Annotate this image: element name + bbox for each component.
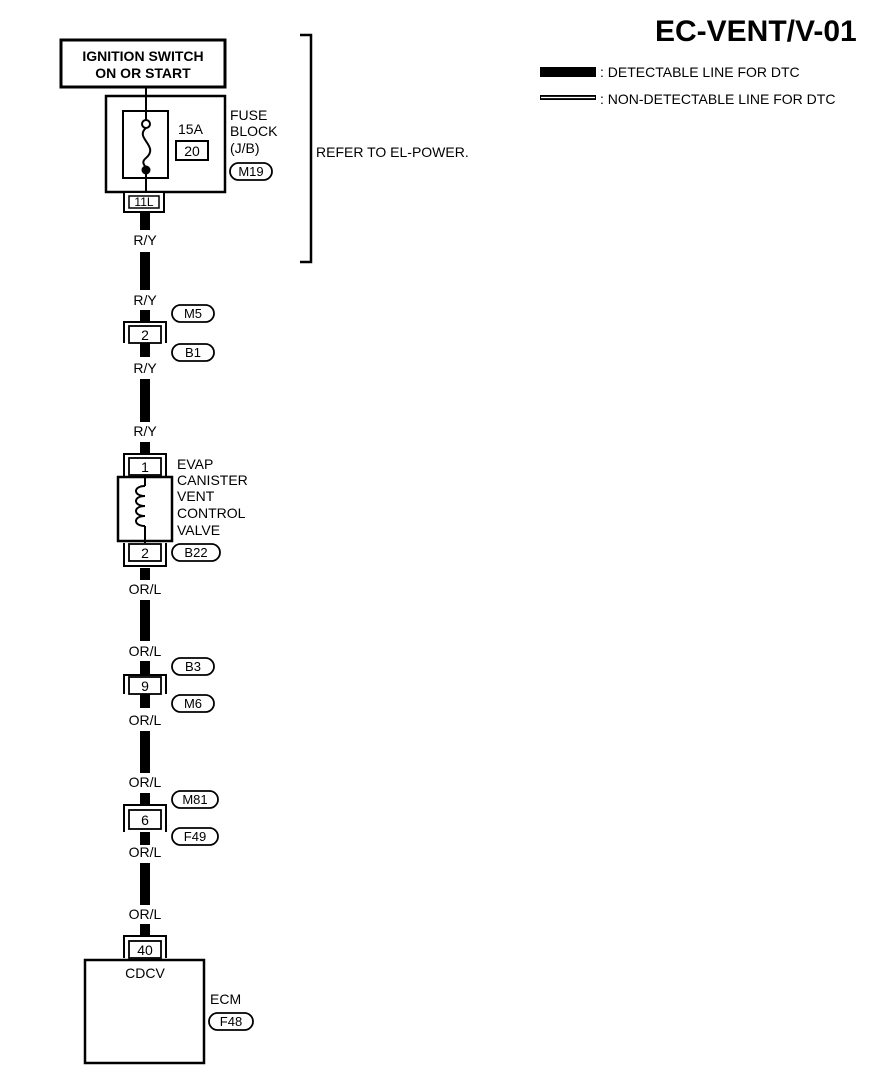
- fuse-block-label-1: FUSE: [230, 107, 267, 123]
- fuse-number: 20: [184, 143, 200, 159]
- wire-color-orl-6: OR/L: [129, 906, 162, 922]
- connector-code-m81: M81: [182, 792, 207, 807]
- connector-code-f48: F48: [220, 1014, 242, 1029]
- wire-color-ry-2: R/Y: [133, 292, 157, 308]
- connector-code-m6: M6: [184, 696, 202, 711]
- connector-code-b22: B22: [184, 545, 207, 560]
- connector-oval-f48: [208, 1012, 254, 1031]
- connector-oval-b22: [171, 543, 221, 562]
- valve-label-3: VENT: [177, 488, 215, 504]
- ignition-switch-line1: IGNITION SWITCH: [82, 48, 203, 64]
- legend-non-detectable-label: : NON-DETECTABLE LINE FOR DTC: [600, 91, 835, 107]
- fuse-block-label-2: BLOCK: [230, 123, 278, 139]
- connector-m5-b1: 2: [123, 321, 167, 344]
- valve-pin-bottom: 2: [141, 545, 149, 561]
- non-detectable-line-swatch: [540, 95, 596, 100]
- wire-color-ry-4: R/Y: [133, 423, 157, 439]
- fuse-connector-code: M19: [238, 164, 263, 179]
- fuse-amp-label: 15A: [178, 121, 204, 137]
- connector-m5-b1-pin: 2: [141, 327, 149, 343]
- wire-color-ry-1: R/Y: [133, 232, 157, 248]
- connector-code-f49: F49: [184, 829, 206, 844]
- connector-b3-m6-pin: 9: [141, 678, 149, 694]
- wire-color-orl-2: OR/L: [129, 643, 162, 659]
- valve-label-4: CONTROL: [177, 505, 246, 521]
- wire-color-orl-3: OR/L: [129, 712, 162, 728]
- connector-code-m5: M5: [184, 306, 202, 321]
- connector-b3-m6: 9: [123, 674, 167, 695]
- wire-color-ry-3: R/Y: [133, 360, 157, 376]
- refer-bracket: [300, 33, 313, 264]
- ignition-switch: IGNITION SWITCH ON OR START: [59, 38, 227, 89]
- ecm-label: ECM: [210, 991, 241, 1007]
- connector-oval-f49: [171, 827, 219, 846]
- ecm-pin: 40: [137, 942, 153, 958]
- wire-color-orl-1: OR/L: [129, 581, 162, 597]
- wire-color-orl-4: OR/L: [129, 774, 162, 790]
- connector-oval-m6: [171, 694, 215, 713]
- legend: : DETECTABLE LINE FOR DTC : NON-DETECTAB…: [540, 64, 835, 107]
- valve-label-5: VALVE: [177, 522, 220, 538]
- connector-code-b3: B3: [185, 659, 201, 674]
- connector-code-b1: B1: [185, 345, 201, 360]
- fuse-block-label-3: (J/B): [230, 140, 260, 156]
- ecm-unit: 40 CDCV: [83, 935, 206, 1065]
- terminal-11l: 11L: [123, 191, 165, 213]
- connector-m81-f49: 6: [123, 804, 167, 832]
- connector-oval-b1: [171, 343, 215, 362]
- connector-oval-m5: [171, 304, 215, 323]
- solenoid-coil-icon: [135, 485, 146, 527]
- evap-vent-valve: 1 2: [116, 453, 174, 567]
- wire-color-orl-5: OR/L: [129, 844, 162, 860]
- fuse-block: 15A 20: [104, 87, 227, 194]
- connector-oval-b3: [171, 657, 215, 676]
- ignition-switch-line2: ON OR START: [95, 65, 191, 81]
- connector-m81-f49-pin: 6: [141, 812, 149, 828]
- valve-pin-top: 1: [141, 459, 149, 475]
- valve-label-2: CANISTER: [177, 472, 248, 488]
- detectable-line-swatch: [540, 67, 596, 77]
- harness-wire: [140, 212, 150, 936]
- fuse-connector-oval: [229, 162, 273, 181]
- refer-note: REFER TO EL-POWER.: [316, 144, 469, 160]
- valve-label-1: EVAP: [177, 456, 213, 472]
- legend-detectable-label: : DETECTABLE LINE FOR DTC: [600, 64, 800, 80]
- connector-oval-m81: [171, 790, 219, 809]
- fuse-terminal-label: 11L: [134, 195, 153, 209]
- diagram-title: EC-VENT/V-01: [655, 15, 857, 48]
- ecm-signal-label: CDCV: [125, 965, 165, 981]
